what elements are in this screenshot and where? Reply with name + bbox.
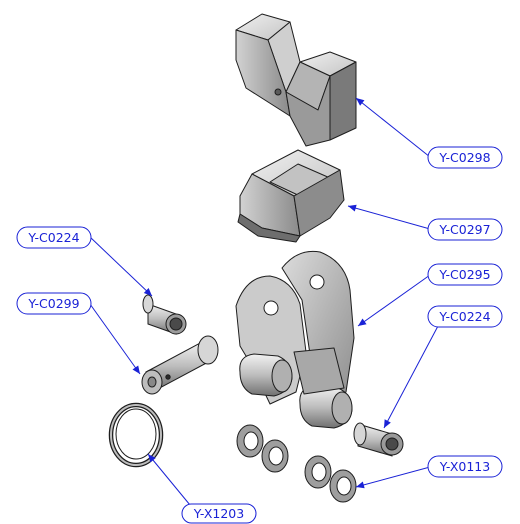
callout-bubble xyxy=(427,455,503,478)
upper-v-block xyxy=(235,13,357,147)
callout-label: Y-X0113 xyxy=(439,459,490,474)
callout-label: Y-C0298 xyxy=(438,150,490,165)
washers xyxy=(236,424,357,503)
callout-label: Y-C0224 xyxy=(27,230,79,245)
split-ring xyxy=(108,402,164,468)
callout-label: Y-C0299 xyxy=(27,296,79,311)
right-bushing xyxy=(353,422,404,457)
callout-clevis-pin: Y-C0299 xyxy=(16,292,141,375)
left-bushing xyxy=(142,294,187,335)
arrowhead-icon xyxy=(132,365,140,374)
arrowhead-icon xyxy=(384,419,391,428)
leader-line xyxy=(383,325,439,429)
washer xyxy=(304,455,332,489)
callout-bubble xyxy=(427,146,503,169)
leader-line xyxy=(355,466,431,488)
callout-lower-saddle-block: Y-C0297 xyxy=(347,204,503,241)
washer xyxy=(329,469,357,503)
callout-label: Y-X1203 xyxy=(193,506,244,521)
arrowhead-icon xyxy=(143,287,152,296)
arrowhead-icon xyxy=(356,98,365,106)
callout-label: Y-C0295 xyxy=(438,267,490,282)
callout-bubble xyxy=(427,263,503,286)
arrowhead-icon xyxy=(348,204,357,212)
leader-line xyxy=(147,453,191,506)
callout-bubble xyxy=(16,292,92,315)
washer xyxy=(236,424,264,458)
leader-line xyxy=(89,303,141,375)
hinge-bracket xyxy=(235,250,355,429)
callout-bubble xyxy=(427,305,503,328)
arrowhead-icon xyxy=(148,454,156,463)
leader-line xyxy=(89,236,153,297)
callout-split-ring: Y-X1203 xyxy=(147,453,257,524)
callouts: Y-C0298Y-C0297Y-C0224Y-C0299Y-C0295Y-C02… xyxy=(16,97,503,524)
callout-bubble xyxy=(427,218,503,241)
arrowhead-icon xyxy=(358,318,367,326)
callout-label: Y-C0224 xyxy=(438,309,490,324)
leader-line xyxy=(347,205,431,230)
leader-line xyxy=(357,274,431,327)
callout-bubble xyxy=(181,503,257,524)
clevis-pin xyxy=(141,335,219,395)
callout-bubble xyxy=(16,226,92,249)
callout-upper-v-block: Y-C0298 xyxy=(355,97,503,169)
washer xyxy=(261,439,289,473)
callout-washers: Y-X0113 xyxy=(355,455,503,489)
lower-saddle-block xyxy=(237,149,345,243)
callout-right-bushing: Y-C0224 xyxy=(383,305,503,429)
callout-hinge-bracket: Y-C0295 xyxy=(357,263,503,327)
callout-left-bushing: Y-C0224 xyxy=(16,226,153,297)
arrowhead-icon xyxy=(356,481,365,489)
leader-line xyxy=(355,97,431,158)
callout-label: Y-C0297 xyxy=(438,222,490,237)
